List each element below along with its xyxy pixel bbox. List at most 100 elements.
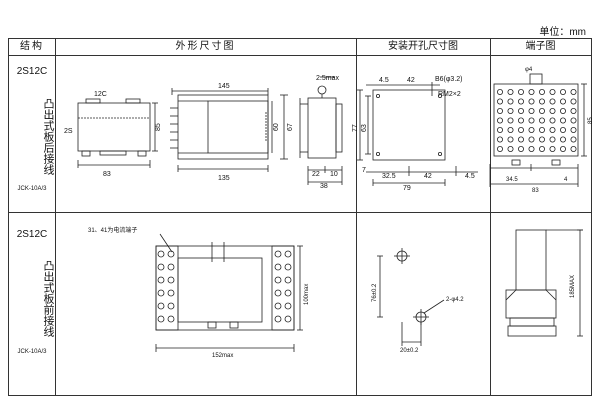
terminal-circle <box>496 117 503 124</box>
terminal-circle <box>570 136 577 143</box>
dim-100max: 100max <box>304 284 310 305</box>
terminal-circle <box>507 108 514 115</box>
terminal-circle <box>507 117 514 124</box>
terminal-circle <box>274 276 282 284</box>
row1-code: JCK-10A/3 <box>17 186 47 192</box>
row1-mount-cutout <box>357 82 478 186</box>
terminal-circle <box>167 289 175 297</box>
terminal-circle <box>496 108 503 115</box>
terminal-circle <box>549 117 556 124</box>
label-2s: 2S <box>64 128 73 135</box>
terminal-circle <box>274 302 282 310</box>
terminal-circle <box>518 127 525 134</box>
row1-structure: 凸出式板后接线 <box>42 97 54 175</box>
terminal-circle <box>507 127 514 134</box>
terminal-circle <box>560 145 567 152</box>
row1-side-view <box>170 88 288 172</box>
dim-b6: B6(φ3.2) <box>435 76 463 83</box>
terminal-circle <box>167 315 175 323</box>
dim-rm: RM2×2 <box>438 91 461 98</box>
terminal-circle <box>284 315 292 323</box>
terminal-circle <box>274 263 282 271</box>
terminal-circle <box>560 98 567 105</box>
terminal-circle <box>570 145 577 152</box>
terminal-circle <box>157 250 165 258</box>
row1-front-view <box>77 98 158 168</box>
header-mount: 安装开孔尺寸图 <box>388 41 458 52</box>
dim-4: 4 <box>564 177 568 183</box>
dim-22: 22 <box>312 171 320 178</box>
terminal-circle <box>507 98 514 105</box>
terminal-circle <box>528 117 535 124</box>
terminal-circle <box>507 136 514 143</box>
header-terminal: 端子图 <box>525 41 556 52</box>
row1-model: 2S12C <box>16 66 48 77</box>
terminal-circle <box>570 89 577 96</box>
dim-7: 7 <box>362 167 366 174</box>
terminal-circle <box>284 302 292 310</box>
dim-185max: 185MAX <box>570 275 576 298</box>
terminal-circle <box>518 108 525 115</box>
terminal-circle <box>157 263 165 271</box>
dim-20: 20±0.2 <box>400 348 419 354</box>
dim-76: 76±0.2 <box>372 283 378 302</box>
terminal-circle <box>539 145 546 152</box>
terminal-circle <box>570 127 577 134</box>
terminal-circle <box>518 98 525 105</box>
terminal-circle <box>496 136 503 143</box>
terminal-circle <box>539 98 546 105</box>
terminal-circle <box>284 250 292 258</box>
terminal-circle <box>570 117 577 124</box>
terminal-circle <box>549 136 556 143</box>
terminal-circle <box>549 127 556 134</box>
terminal-circle <box>167 276 175 284</box>
terminal-circle <box>570 108 577 115</box>
dim-77: 77 <box>352 124 359 132</box>
dim-135: 135 <box>218 175 230 182</box>
terminal-circle <box>507 89 514 96</box>
terminal-circle <box>157 276 165 284</box>
dim-60: 60 <box>273 123 280 131</box>
terminal-circle <box>549 108 556 115</box>
dim-145: 145 <box>218 83 230 90</box>
terminal-circle <box>528 127 535 134</box>
dim-85: 85 <box>155 123 162 131</box>
dim-2-phi4-2: 2-φ4.2 <box>446 297 464 303</box>
terminal-circle <box>549 89 556 96</box>
terminal-circle <box>518 136 525 143</box>
dim-38: 38 <box>320 183 328 190</box>
dim-42b: 42 <box>424 173 432 180</box>
terminal-circle <box>518 145 525 152</box>
header-outline: 外形尺寸图 <box>175 41 236 52</box>
terminal-circle <box>560 117 567 124</box>
dim-25max: 2.5max <box>316 75 339 82</box>
terminal-circle <box>528 89 535 96</box>
terminal-circle <box>284 276 292 284</box>
dim-152max: 152max <box>212 353 233 359</box>
terminal-circle <box>274 250 282 258</box>
row2-terminal-side <box>505 229 583 337</box>
terminal-circle <box>496 127 503 134</box>
terminal-circle <box>560 89 567 96</box>
terminal-circle <box>157 315 165 323</box>
terminal-circle <box>570 98 577 105</box>
terminal-circle <box>274 315 282 323</box>
dim-42: 42 <box>407 77 415 84</box>
row1-terminal-board <box>489 73 587 187</box>
terminal-circle <box>560 136 567 143</box>
row2-code: JCK-10A/3 <box>17 349 47 355</box>
dim-34-5: 34.5 <box>506 177 518 183</box>
terminal-circle <box>549 145 556 152</box>
row2-mount-holes <box>377 248 445 346</box>
terminal-circle <box>496 98 503 105</box>
terminal-circle <box>528 136 535 143</box>
terminal-circle <box>539 108 546 115</box>
terminal-circle <box>518 89 525 96</box>
dim-10: 10 <box>330 171 338 178</box>
dim-term-85: 85 <box>588 117 594 124</box>
terminal-circle <box>528 98 535 105</box>
dim-4-5: 4.5 <box>379 77 389 84</box>
terminal-circle <box>167 263 175 271</box>
dim-phi4: φ4 <box>525 67 533 73</box>
